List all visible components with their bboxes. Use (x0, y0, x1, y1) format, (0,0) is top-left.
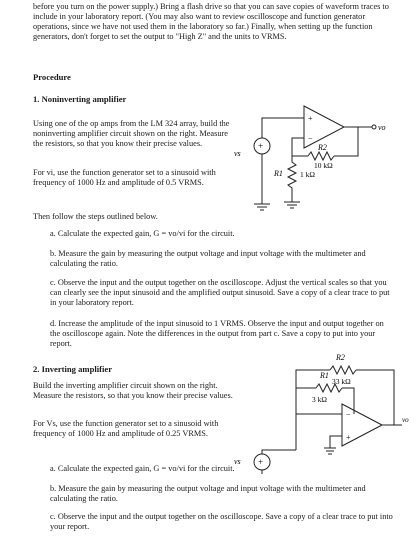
ground-symbol-1b (284, 201, 300, 209)
opamp-plus-label-1: + (308, 114, 313, 123)
output-terminal-1 (371, 124, 377, 130)
r1-label-1: R1 (273, 169, 283, 178)
opamp-plus-label-2: + (346, 433, 351, 442)
ground-symbol-2 (324, 447, 336, 455)
r2-label-1: R2 (317, 143, 327, 152)
section1-item-c: c. Observe the input and the output toge… (50, 278, 390, 308)
section1-heading: 1. Noninverting amplifier (33, 94, 127, 104)
source-plus-sign-2: + (258, 457, 263, 467)
section1-para2: For vi, use the function generator set t… (33, 168, 216, 188)
r1-value-1: 1 kΩ (300, 170, 315, 179)
opamp-minus-label-1: − (308, 134, 313, 143)
output-label-1: vo (378, 123, 386, 132)
r2-value-1: 10 kΩ (314, 161, 333, 170)
section2-item-a: a. Calculate the expected gain, G = vo/v… (50, 464, 235, 473)
output-label-2: vo (402, 416, 409, 424)
section2-item-c: c. Observe the input and the output toge… (50, 512, 393, 532)
section2-item-b: b. Measure the gain by measuring the out… (50, 484, 366, 504)
ground-symbol-1a (254, 203, 270, 211)
r1-value-2: 3 kΩ (312, 395, 327, 404)
section1-item-b: b. Measure the gain by measuring the out… (50, 249, 366, 269)
resistor-r1-2 (315, 382, 343, 394)
intro-paragraph: before you turn on the power supply.) Br… (33, 2, 389, 42)
resistor-r1-1 (286, 156, 298, 202)
section1-item-a: a. Calculate the expected gain, G = vo/v… (50, 229, 235, 238)
resistor-r2-2 (329, 364, 357, 376)
resistor-r2-1 (307, 150, 335, 162)
op-amp-triangle-2 (341, 403, 384, 447)
source-plus-sign-1: + (258, 141, 263, 151)
section2-para1: Build the inverting amplifier circuit sh… (33, 381, 233, 401)
r2-label-2: R2 (335, 353, 345, 362)
inverting-amplifier-schematic: + − + vs vo R2 33 kΩ R1 3 kΩ (234, 353, 409, 474)
section1-item-d: d. Increase the amplitude of the input s… (50, 319, 384, 349)
noninverting-amplifier-schematic: + + − vs vo R2 10 kΩ R1 1 kΩ (234, 105, 386, 211)
opamp-minus-label-2: − (346, 410, 351, 419)
r2-value-2: 33 kΩ (332, 377, 351, 386)
source-label-1: vs (234, 149, 241, 158)
section1-steps-intro: Then follow the steps outlined below. (33, 212, 158, 221)
section2-heading: 2. Inverting amplifier (33, 364, 113, 374)
op-amp-triangle-1 (303, 105, 346, 149)
procedure-heading: Procedure (33, 72, 71, 82)
section2-para2: For Vs, use the function generator set t… (33, 419, 219, 439)
source-label-2: vs (234, 457, 241, 466)
section1-para1: Using one of the op amps from the LM 324… (33, 119, 230, 149)
r1-label-2: R1 (319, 371, 329, 380)
